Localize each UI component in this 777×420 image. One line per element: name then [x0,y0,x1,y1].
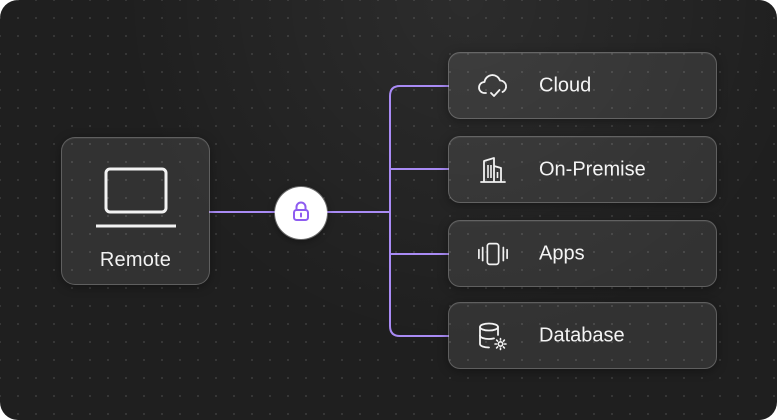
building-icon [477,154,509,186]
remote-node: Remote [61,137,210,285]
destination-on-premise: On-Premise [448,136,717,203]
cloud-check-icon [477,70,509,102]
destination-label: Database [539,324,625,346]
lock-badge [275,187,327,239]
destination-database: Database [448,302,717,369]
database-settings-icon [477,320,509,352]
laptop-icon [94,166,178,237]
destination-cloud: Cloud [448,52,717,119]
destination-apps: Apps [448,220,717,287]
mobile-device-icon [477,238,509,270]
destination-label: On-Premise [539,158,646,180]
remote-label: Remote [99,249,172,271]
destination-label: Apps [539,242,585,264]
line-trunk-top [389,85,449,213]
lock-icon [290,200,312,227]
line-trunk-bottom [389,211,449,337]
destination-label: Cloud [539,74,592,96]
